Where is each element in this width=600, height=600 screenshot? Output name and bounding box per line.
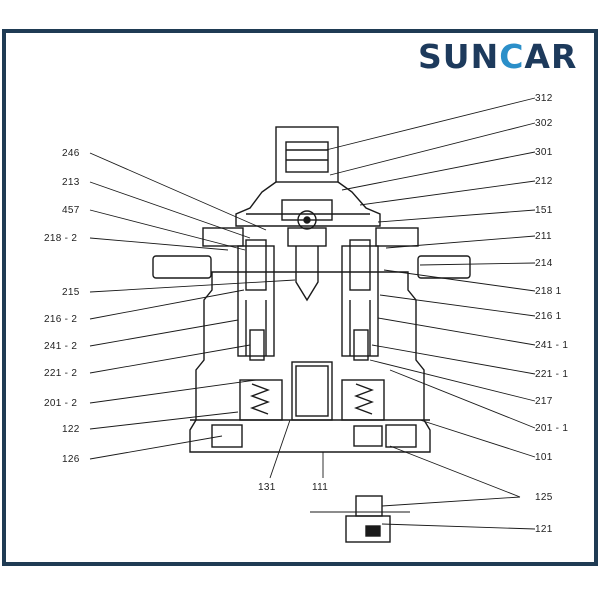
callout-216-2: 216 - 2 (44, 314, 77, 325)
callout-111: 111 (312, 482, 328, 493)
left-port (211, 424, 243, 448)
logo-text-ar: AR (524, 37, 577, 76)
left-spring-chamber (239, 379, 283, 421)
callout-212: 212 (535, 176, 553, 187)
detail-plug (355, 495, 383, 517)
callouts-bottom: 131 111 (258, 482, 328, 493)
callout-126: 126 (62, 454, 80, 465)
main-body (189, 271, 431, 453)
leader-lines (89, 97, 536, 530)
logo-text-c: C (499, 37, 524, 76)
callout-121: 121 (535, 524, 553, 535)
right-flange (375, 227, 419, 247)
callout-214: 214 (535, 258, 553, 269)
callout-241-1: 241 - 1 (535, 340, 568, 351)
callout-211: 211 (535, 231, 552, 242)
callout-457: 457 (62, 205, 80, 216)
callout-216-1: 216 1 (535, 311, 562, 322)
callout-221-2: 221 - 2 (44, 368, 77, 379)
right-spring-chamber (341, 379, 385, 421)
callout-301: 301 (535, 147, 553, 158)
callout-246: 246 (62, 148, 80, 159)
central-spool (295, 246, 319, 302)
callout-125: 125 (535, 492, 553, 503)
callouts-left: 246 213 457 218 - 2 215 216 - 2 241 - 2 … (44, 148, 80, 465)
callout-131: 131 (258, 482, 276, 493)
callout-302: 302 (535, 118, 553, 129)
callout-217: 217 (535, 396, 553, 407)
callout-218-2: 218 - 2 (44, 233, 77, 244)
callout-201-2: 201 - 2 (44, 398, 77, 409)
top-cap (275, 126, 339, 183)
callout-218-1: 218 1 (535, 286, 562, 297)
callout-101: 101 (535, 452, 553, 463)
svg-text:SUNCAR: SUNCAR (418, 37, 577, 76)
valve-assembly-drawing (152, 126, 471, 543)
callout-213: 213 (62, 177, 80, 188)
right-bore (341, 245, 379, 357)
callout-201-1: 201 - 1 (535, 423, 568, 434)
suncar-logo: SUNCAR (418, 37, 577, 76)
left-bore (237, 245, 275, 357)
callout-151: 151 (535, 205, 553, 216)
logo-text-sun: SUN (418, 37, 499, 76)
pivot-joint (297, 210, 317, 230)
callout-241-2: 241 - 2 (44, 341, 77, 352)
callout-312: 312 (535, 93, 553, 104)
callout-215: 215 (62, 287, 80, 298)
center-plug (291, 361, 333, 421)
callout-221-1: 221 - 1 (535, 369, 568, 380)
left-flange (202, 227, 244, 247)
diagram-border (2, 29, 598, 566)
callouts-right: 312 302 301 212 151 211 214 218 1 216 1 … (535, 93, 568, 535)
upper-body (235, 181, 381, 227)
right-port (385, 424, 417, 448)
callout-122: 122 (62, 424, 80, 435)
